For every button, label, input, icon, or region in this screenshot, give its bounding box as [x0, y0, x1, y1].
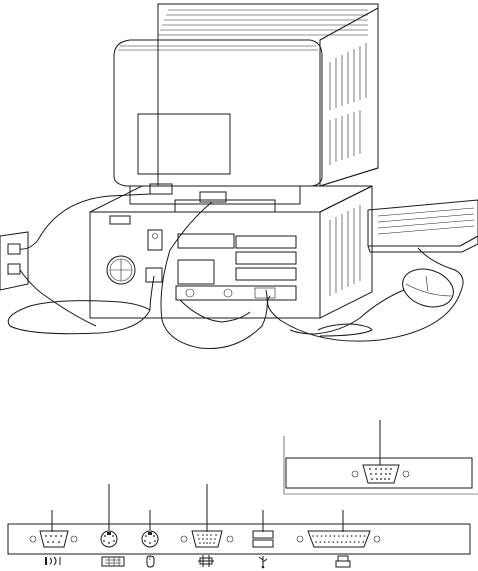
video-port-inset [284, 420, 478, 494]
mouse-port-icon [147, 556, 154, 567]
keyboard-port-icon [102, 557, 124, 566]
serial-port [30, 531, 77, 547]
usb-port [253, 531, 273, 547]
mouse [398, 263, 459, 313]
keyboard-port [101, 531, 117, 547]
power-outlet [0, 232, 28, 290]
parallel-printer-port-icon [336, 556, 350, 567]
system-unit [90, 186, 372, 318]
monitor [114, 4, 378, 212]
keyboard [368, 200, 478, 252]
port-panel [8, 484, 470, 554]
video-port [181, 531, 233, 547]
serial-port-icon [45, 557, 60, 565]
usb-port-icon [259, 556, 267, 568]
video-port-icon [198, 555, 214, 567]
parallel-port [297, 531, 380, 547]
mouse-port [142, 531, 158, 547]
